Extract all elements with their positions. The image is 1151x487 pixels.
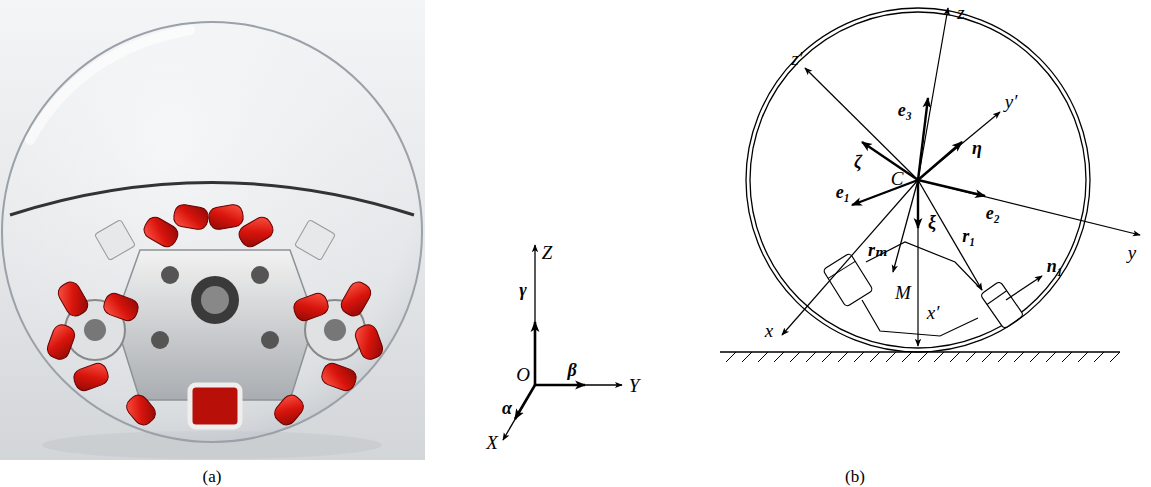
drawing-part [172,203,209,231]
unit-vector: e₂ [986,204,1000,222]
point-name: C [891,169,904,188]
robot-photo [0,0,425,460]
origin-name: O [516,365,530,384]
drawing-part [746,8,1090,352]
drawing-part [271,391,307,428]
drawing-part [918,180,982,290]
panel-tag: (a) [203,467,222,484]
drawing-part [862,142,918,180]
unit-vector: α [502,399,512,417]
drawing-part [534,322,537,385]
drawing-part [852,180,918,205]
drawing-part [291,291,330,323]
drawing-part [535,384,622,385]
drawing-part [503,385,535,440]
drawing-part [726,352,1120,362]
drawing-part [95,220,136,261]
drawing-part [515,385,535,419]
drawing-part [987,291,1007,305]
drawing-part [324,319,346,341]
drawing-part [207,203,244,231]
axis-name: y [1128,243,1136,262]
drawing-part [115,250,315,400]
sphere-diagram [720,8,1140,362]
unit-vector: η [972,139,982,157]
drawing-part [338,279,374,319]
unit-vector: ζ [854,153,862,171]
drawing-part [782,180,918,335]
drawing-part [720,351,1120,352]
normal-vector: n₁ [1047,257,1063,275]
drawing-part [828,261,855,278]
drawing-part [918,142,962,180]
axis-name: x [765,321,773,340]
drawing-part [161,266,179,284]
position-vector: r₁ [962,227,975,245]
drawing-part [45,322,77,361]
drawing-part [71,361,110,393]
unit-vector: ξ [928,213,936,231]
drawing-part [295,220,336,261]
drawing-part [862,242,982,336]
drawing-part [190,385,240,427]
axis-name: z′ [791,49,803,68]
axis-name: z [957,3,964,22]
drawing-part [0,0,425,460]
drawing-part [918,98,928,180]
drawing-part [191,276,239,324]
unit-vector: β [567,361,576,379]
axis-name: y′ [1005,92,1018,111]
unit-vector: e₁ [836,183,850,201]
axis-name: Z [542,243,553,262]
drawing-part [251,266,269,284]
drawing-part [805,68,918,180]
drawing-part [918,112,1000,180]
drawing-part [55,279,91,319]
drawing-part [2,22,422,442]
drawing-part [918,8,948,180]
drawing-part [535,384,585,387]
drawing-part [45,203,385,428]
drawing-part [917,180,919,228]
drawing-part [980,281,1024,329]
panel-tag: (b) [845,467,865,484]
drawing-part [918,180,985,196]
drawing-part [261,331,279,349]
drawing-part [917,180,918,346]
drawing-part [236,214,276,250]
drawing-part [534,245,535,385]
world-frame [503,245,622,440]
drawing-part [980,281,1024,329]
drawing-part [201,286,229,314]
drawing-part [95,220,336,261]
drawing-part [151,331,169,349]
drawing-part [918,180,1140,235]
drawing-part [123,391,159,428]
unit-vector: γ [519,281,527,299]
axis-name: x′ [927,303,940,322]
drawing-part [353,322,385,361]
drawing-part [30,30,190,140]
drawing-part [750,12,1086,348]
drawing-part [893,180,918,272]
drawing-part [101,291,140,323]
unit-vector: e₃ [898,101,912,119]
axis-name: Y [629,376,640,395]
drawing-part [84,319,106,341]
axis-name: X [486,433,498,452]
point-name: M [895,283,911,302]
drawing-part [319,361,358,393]
position-vector: rₘ [868,241,888,259]
drawing-part [1006,276,1042,300]
